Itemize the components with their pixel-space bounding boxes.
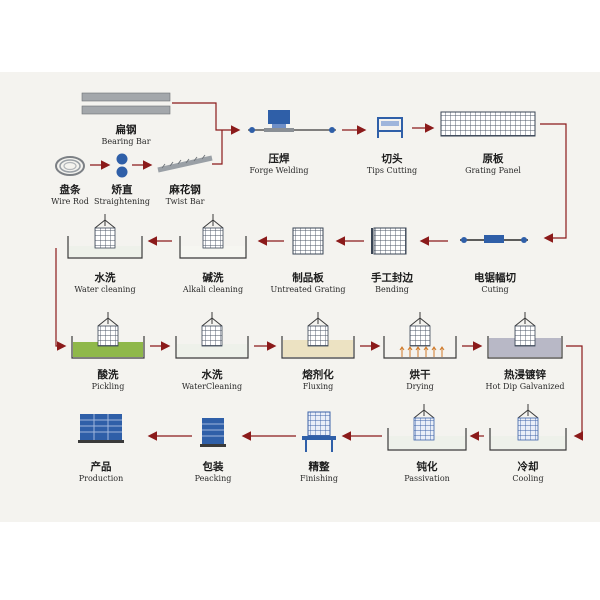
label-water-1-en: Water cleaning: [74, 285, 136, 294]
untreated-grating-icon: [292, 227, 324, 255]
label-finishing-cn: 精整: [308, 461, 330, 473]
label-twist-bar-en: Twist Bar: [165, 197, 205, 206]
arrow-water-to-pickling: [55, 248, 67, 351]
label-passivation-en: Passivation: [404, 474, 450, 483]
label-straightening-cn: 矫直: [111, 184, 133, 196]
label-production-en: Production: [78, 474, 124, 483]
bending-grating-icon: [371, 227, 407, 255]
finishing-station-icon: [302, 411, 336, 452]
label-bearing-bar-cn: 扁钢: [115, 124, 137, 136]
label-fluxing-en: Fluxing: [302, 382, 334, 391]
label-bending-en: Bending: [375, 285, 409, 294]
drying-oven-icon: [383, 312, 457, 359]
grating-panel-icon: [440, 111, 536, 137]
label-pickling-cn: 酸洗: [97, 369, 119, 381]
water-tank-1-icon: [67, 214, 143, 259]
label-drying-en: Drying: [406, 382, 434, 391]
label-water-2-en: WaterCleaning: [181, 382, 243, 391]
label-water-1-cn: 水洗: [94, 272, 116, 284]
label-fluxing-cn: 熔剂化: [302, 369, 334, 381]
forge-welding-machine-icon: [248, 110, 336, 133]
label-bending-cn: 手工封边: [371, 272, 413, 284]
saw-cutting-icon: [460, 235, 528, 243]
label-pickling-en: Pickling: [91, 382, 125, 391]
label-cooling-en: Cooling: [512, 474, 544, 483]
label-tips-cutting-cn: 切头: [381, 153, 403, 165]
alkali-tank-icon: [179, 214, 247, 259]
connector-twist-bar: [212, 130, 223, 165]
twist-bar-icon: [157, 154, 213, 173]
label-cooling-cn: 冷却: [517, 461, 539, 473]
pickling-tank-icon: [71, 312, 145, 359]
label-forge-welding-en: Forge Welding: [249, 166, 309, 175]
connector-bearing-bar: [172, 102, 241, 135]
packing-icon: [200, 418, 226, 447]
label-galvanized-cn: 热浸镀锌: [504, 369, 546, 381]
label-galvanized-en: Hot Dip Galvanized: [485, 382, 565, 391]
label-water-2-cn: 水洗: [201, 369, 223, 381]
tips-cutting-machine-icon: [377, 117, 403, 138]
water-tank-2-icon: [175, 312, 249, 359]
fluxing-tank-icon: [281, 312, 355, 359]
label-cutting-cn: 电锯幅切: [474, 272, 516, 284]
straightening-rollers-icon: [116, 153, 128, 178]
galvanizing-bath-icon: [487, 312, 563, 359]
label-packing-en: Peacking: [194, 474, 232, 483]
arrow-galvanizing-to-cooling: [566, 345, 584, 441]
label-straightening-en: Straightening: [93, 197, 151, 206]
label-alkali-cn: 碱洗: [202, 272, 224, 284]
label-finishing-en: Finishing: [300, 474, 338, 483]
passivation-tank-icon: [387, 404, 467, 451]
label-packing-cn: 包装: [202, 461, 224, 473]
label-wire-rod-cn: 盘条: [59, 184, 81, 196]
label-tips-cutting-en: Tips Cutting: [366, 166, 418, 175]
label-cutting-en: Cuting: [481, 285, 509, 294]
label-drying-cn: 烘干: [409, 369, 431, 381]
label-wire-rod-en: Wire Rod: [51, 197, 89, 206]
production-stack-icon: [78, 414, 124, 443]
label-twist-bar-cn: 麻花钢: [169, 184, 201, 196]
arrow-panel-to-saw: [540, 123, 567, 243]
wire-rod-icon: [55, 156, 85, 176]
label-untreated-cn: 制品板: [292, 272, 324, 284]
label-bearing-bar-en: Bearing Bar: [101, 137, 151, 146]
label-forge-welding-cn: 压焊: [268, 153, 290, 165]
label-production-cn: 产品: [90, 461, 112, 473]
label-passivation-cn: 钝化: [416, 461, 438, 473]
label-grating-panel-en: Grating Panel: [465, 166, 521, 175]
label-alkali-en: Alkali cleaning: [182, 285, 244, 294]
label-untreated-en: Untreated Grating: [270, 285, 346, 294]
bearing-bar-icon: [81, 92, 171, 115]
label-grating-panel-cn: 原板: [482, 153, 504, 165]
cooling-tank-icon: [489, 404, 567, 451]
